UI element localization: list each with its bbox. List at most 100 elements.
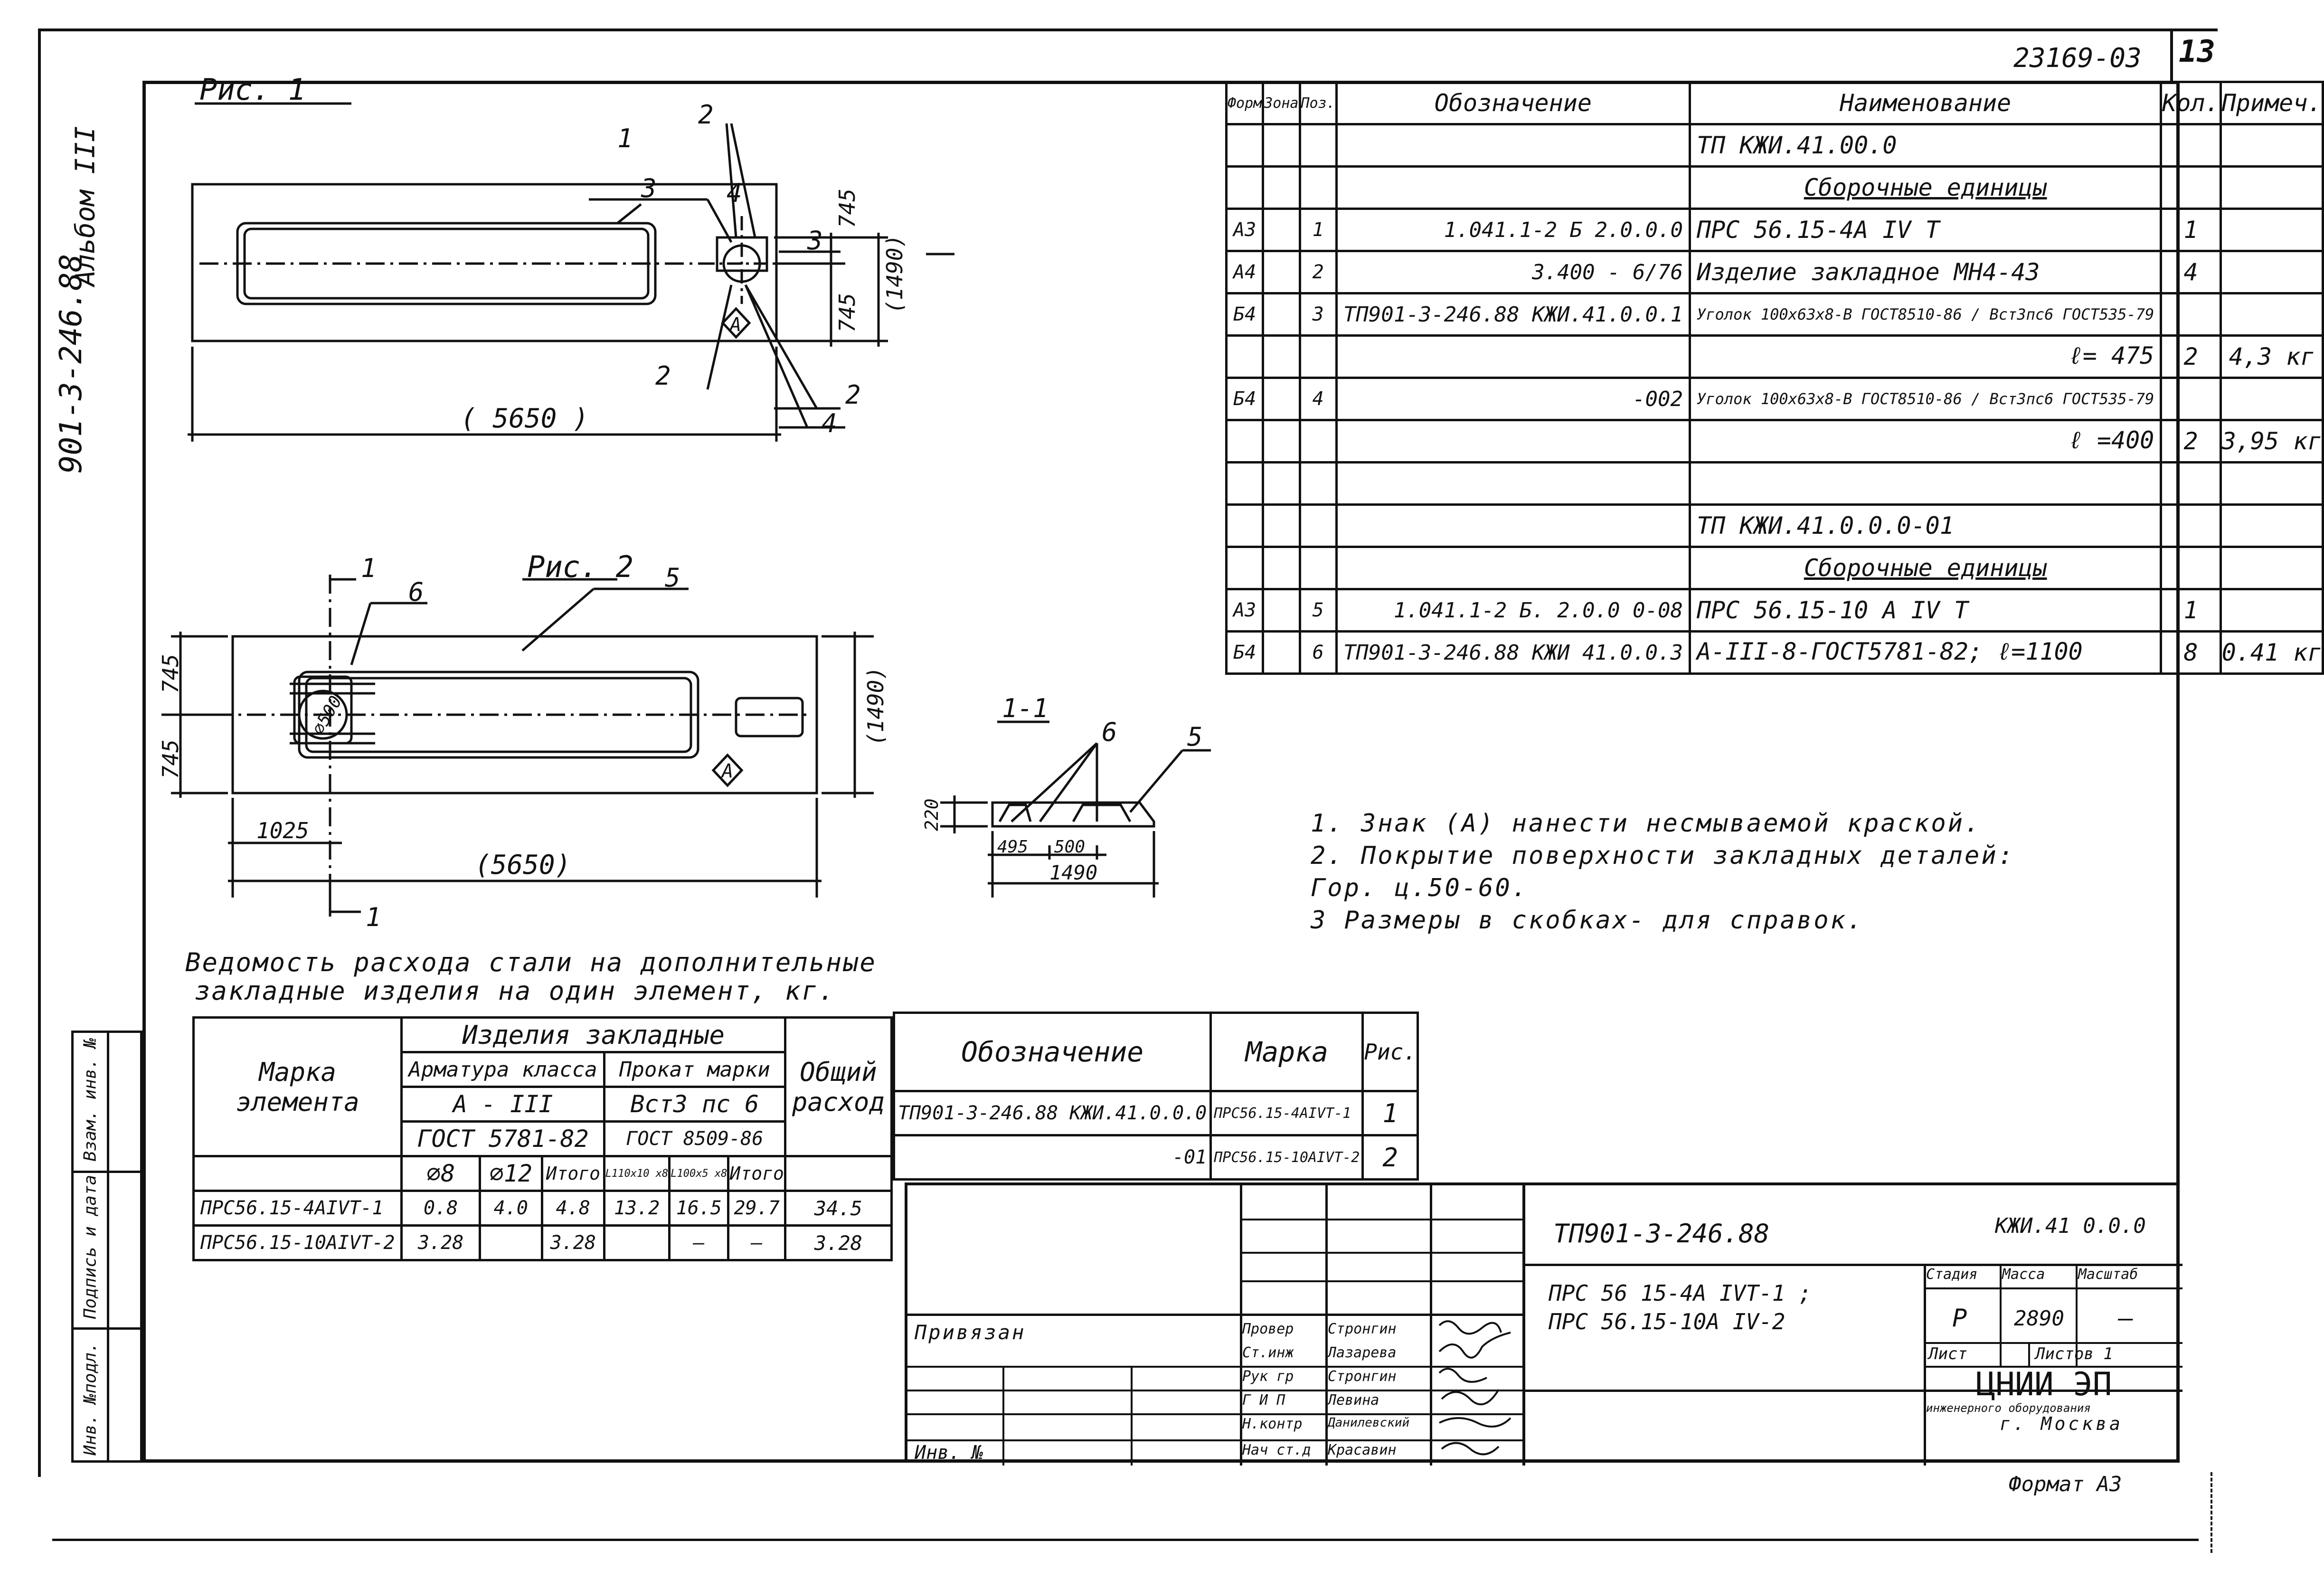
steel-h-element: Марка элемента <box>192 1016 403 1157</box>
spec-cell-zone <box>1262 377 1301 421</box>
scale-value: — <box>2118 1304 2134 1333</box>
spec-row: ТП КЖИ.41.00.0 <box>1225 123 2324 168</box>
spec-row: ТП КЖИ.41.0.0.0-01 <box>1225 503 2324 548</box>
spec-h-qty: Кол. <box>2160 81 2222 125</box>
steel-cell-value: 4.0 <box>478 1190 543 1227</box>
steel-col-total2: Итого <box>727 1155 786 1192</box>
spec-cell-pos: 2 <box>1298 250 1338 294</box>
spec-cell-qty <box>2160 377 2222 421</box>
spec-cell-name: ℓ =400 <box>1688 419 2163 463</box>
fig2-title: Рис. 2 <box>527 549 633 584</box>
mark-h-code: Обозначение <box>892 1012 1212 1092</box>
spec-cell-code <box>1335 461 1691 506</box>
spec-cell-pos: 3 <box>1298 292 1338 337</box>
steel-cell-value: 16.5 <box>668 1190 730 1227</box>
role-2: Ст.инж <box>1242 1344 1294 1361</box>
spec-cell-note <box>2219 123 2324 168</box>
spec-cell-name: Изделие закладное МН4-43 <box>1688 250 2163 294</box>
spec-cell-qty <box>2160 123 2222 168</box>
sheet-number: 13 <box>2179 34 2216 69</box>
bound-label: Привязан <box>915 1321 1026 1344</box>
spec-cell-form: А3 <box>1225 208 1265 252</box>
spec-row: Сборочные единицы <box>1225 165 2324 210</box>
spec-cell-note <box>2219 165 2324 210</box>
spec-cell-pos <box>1298 165 1338 210</box>
role-4: Г И П <box>1242 1392 1285 1409</box>
spec-cell-zone <box>1262 165 1301 210</box>
bottom-rule <box>52 1539 2199 1541</box>
spec-cell-form <box>1225 419 1265 463</box>
steel-title-2: закладные изделия на один элемент, кг. <box>195 976 836 1006</box>
spec-cell-note <box>2219 588 2324 633</box>
spec-cell-zone <box>1262 630 1301 675</box>
fig1-callout-3b: 3 <box>807 226 823 255</box>
spec-cell-pos <box>1298 419 1338 463</box>
spec-cell-note <box>2219 461 2324 506</box>
doc-code: КЖИ.41 0.0.0 <box>1995 1214 2146 1238</box>
spec-cell-zone <box>1262 123 1301 168</box>
stage-value: Р <box>1952 1304 1967 1333</box>
name-5: Данилевский <box>1328 1416 1410 1430</box>
spec-h-note: Примеч. <box>2219 81 2324 125</box>
steel-col-d12: ∅12 <box>478 1155 543 1192</box>
spec-cell-form: Б4 <box>1225 292 1265 337</box>
spec-cell-note <box>2219 503 2324 548</box>
steel-cell-value: 0.8 <box>400 1190 481 1227</box>
spec-cell-form <box>1225 123 1265 168</box>
spec-cell-qty <box>2160 461 2222 506</box>
spec-cell-name: ℓ= 475 <box>1688 334 2163 379</box>
steel-col-total1: Итого <box>540 1155 605 1192</box>
spec-h-zone: Зона <box>1262 81 1301 125</box>
steel-h-rolled: Прокат марки <box>603 1051 786 1088</box>
fig2-dim-1025: 1025 <box>256 818 309 843</box>
spec-cell-name: Сборочные единицы <box>1688 165 2163 210</box>
mass-header: Масса <box>2002 1266 2045 1283</box>
spec-cell-zone <box>1262 419 1301 463</box>
fig1-zone-mark: A <box>728 314 741 336</box>
mark-cell-mark: ПРС56.15-4АIVТ-1 <box>1209 1090 1364 1136</box>
name-6: Красавин <box>1328 1442 1397 1458</box>
steel-cell-value <box>603 1224 671 1261</box>
fig1-callout-1: 1 <box>617 123 633 153</box>
product-1: ПРС 56 15-4А IVТ-1 ; <box>1549 1280 1812 1306</box>
steel-cell-value: 4.8 <box>540 1190 605 1227</box>
org-sub: инженерного оборудования <box>1926 1401 2091 1415</box>
outer-frame <box>38 28 2218 1477</box>
spec-cell-qty: 1 <box>2160 588 2222 633</box>
spec-cell-pos <box>1298 123 1338 168</box>
fig2-callout-6: 6 <box>408 577 424 607</box>
fig2-section-bot: 1 <box>366 902 381 932</box>
fig1-callout-2b: 2 <box>655 361 671 391</box>
signature-grid <box>1240 1185 1527 1466</box>
steel-cell-value <box>478 1224 543 1261</box>
spec-cell-pos: 5 <box>1298 588 1338 633</box>
spec-cell-form <box>1225 546 1265 590</box>
steel-rolled-gost: ГОСТ 8509-86 <box>603 1120 786 1157</box>
spec-cell-note <box>2219 208 2324 252</box>
spec-cell-zone <box>1262 334 1301 379</box>
spec-cell-pos <box>1298 503 1338 548</box>
mass-value: 2890 <box>2014 1306 2064 1331</box>
spec-row <box>1225 461 2324 506</box>
org-city: г. Москва <box>2000 1413 2123 1434</box>
spec-cell-pos <box>1298 461 1338 506</box>
spec-h-code: Обозначение <box>1335 81 1691 125</box>
fig2-section-top: 1 <box>361 553 377 583</box>
spec-cell-qty <box>2160 503 2222 548</box>
mark-cell-code: -01 <box>892 1134 1212 1181</box>
spec-cell-zone <box>1262 208 1301 252</box>
section-title: 1-1 <box>1002 693 1049 723</box>
mark-cell-fig: 1 <box>1361 1090 1419 1136</box>
signatures <box>1438 1320 1512 1456</box>
steel-col-angle2: L100x5 x8 <box>668 1155 730 1192</box>
fig1-dim-745-bot: 745 <box>834 293 860 332</box>
spec-cell-note <box>2219 292 2324 337</box>
spec-cell-note <box>2219 377 2324 421</box>
specification-table: Форм Зона Поз. Обозначение Наименование … <box>1225 81 2324 675</box>
